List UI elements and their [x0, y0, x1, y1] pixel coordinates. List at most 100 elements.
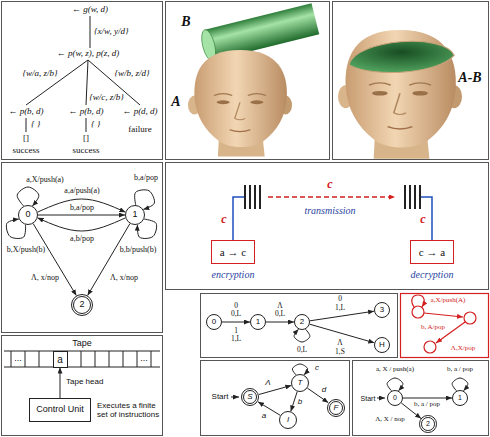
panel-frame — [2, 336, 163, 436]
panel-frame — [166, 2, 330, 160]
signal-name: c — [221, 213, 226, 226]
red-automaton — [412, 295, 476, 353]
transmission-arrow — [268, 196, 395, 198]
transition-label: b,a/pop — [69, 204, 95, 213]
panel-frame — [2, 2, 163, 160]
transition-label: 1,S — [335, 348, 345, 356]
antenna-plate — [404, 185, 406, 209]
transition-label: c — [314, 364, 320, 373]
transition-arrow — [60, 368, 61, 399]
state-circle: I — [279, 411, 297, 429]
state-circle: 2 — [294, 314, 310, 330]
antenna-plate — [419, 185, 421, 209]
accept-state: S — [241, 388, 260, 407]
transition-label: b,X/push(b) — [6, 246, 46, 255]
substitution-label: {w/c, z/b} — [89, 93, 124, 103]
node-text: 0 — [212, 318, 216, 327]
transition-arrow — [412, 295, 424, 307]
node-text: S — [247, 393, 252, 402]
node-text: 0 — [25, 210, 30, 220]
state-circle: 1 — [250, 314, 266, 330]
transition-label: 1 — [234, 327, 238, 335]
panel-frame — [2, 163, 163, 333]
state-circle — [464, 312, 476, 324]
node-text: c → a — [419, 246, 445, 258]
panel-frame — [333, 2, 489, 160]
transition-label: a,b/pop — [69, 235, 95, 244]
state-circle: 1 — [125, 205, 145, 225]
channel-name: transmission — [304, 205, 355, 216]
transition-label: Λ, x/nop — [30, 274, 60, 283]
state-circle: T — [291, 374, 309, 392]
solid-name: A-B — [458, 70, 481, 85]
transition-label: 0,L — [297, 346, 307, 354]
transition-label: a,X/push(a) — [25, 176, 65, 185]
antenna-plate — [409, 185, 411, 209]
wires — [233, 197, 432, 241]
antenna-plate — [259, 185, 261, 209]
node-text: 1 — [458, 394, 462, 402]
start-arrow — [377, 398, 385, 399]
transition-arrow — [38, 215, 125, 216]
transition-label: 0 — [338, 295, 342, 303]
cell-divider — [123, 351, 124, 367]
transition-label: d — [321, 386, 327, 395]
panel-frame — [201, 361, 350, 436]
transition-label: b,b/push(b) — [119, 246, 158, 255]
substitution-label: {w/b, z/d} — [114, 69, 149, 79]
cell-divider — [109, 351, 110, 367]
transition-label: Λ — [337, 339, 342, 347]
substitution-label: { } — [91, 120, 100, 130]
transition-label: b, A/pop — [421, 324, 445, 331]
start-label: Start — [212, 393, 229, 402]
start-arrow — [231, 397, 239, 398]
cipher-box: a → c — [211, 240, 254, 263]
transition-label: Λ,X/pop — [451, 345, 475, 352]
head-difference — [338, 30, 462, 159]
node-text: I — [287, 416, 289, 425]
goal-clause: ← g(w, d) — [72, 5, 108, 15]
antenna-plate — [244, 185, 246, 209]
panel-frame — [353, 361, 489, 436]
solid-name: A — [171, 94, 180, 109]
result-label: success — [73, 146, 100, 156]
antenna-plate — [254, 185, 256, 209]
substitution-label: {x/w, y/d} — [94, 27, 129, 37]
cell-divider — [137, 351, 138, 367]
tree-branch — [90, 16, 91, 48]
state-circle: 3 — [374, 302, 390, 318]
transition-arrow — [222, 322, 250, 323]
signal-name: c — [420, 213, 425, 226]
signal-name: c — [327, 178, 332, 191]
state-circle: 1 — [452, 390, 468, 406]
transition-label: 0,L — [231, 310, 241, 318]
transition-label: a — [261, 412, 267, 421]
panel-frame — [401, 294, 489, 358]
transition-label: a,a/push(a) — [63, 187, 100, 196]
transition-label: b, a / pop — [446, 366, 474, 374]
tape-cell: a — [53, 351, 68, 368]
cell-divider — [81, 351, 82, 367]
accept-state: 2 — [71, 294, 93, 316]
transition-label: a,X/push(A) — [431, 297, 466, 304]
state-circle: 0 — [206, 314, 222, 330]
node-text: H — [379, 341, 385, 350]
stage-name: encryption — [212, 269, 255, 280]
transition-arrow — [452, 378, 468, 391]
cavity-surface — [349, 41, 454, 72]
accept-state: F — [327, 399, 346, 418]
goal-clause: ← p(w, z), p(z, d) — [57, 49, 120, 59]
node-text: 1 — [256, 318, 260, 327]
antenna-plate — [249, 185, 251, 209]
transition-label: Λ — [264, 379, 271, 388]
transition-label: 1,L — [335, 304, 345, 312]
stage-name: decryption — [411, 269, 454, 280]
transition-label: b, a / pop — [413, 401, 441, 409]
transition-label: b — [297, 398, 303, 407]
transition-label: b,a/pop — [133, 174, 159, 183]
cell-divider — [25, 351, 26, 367]
